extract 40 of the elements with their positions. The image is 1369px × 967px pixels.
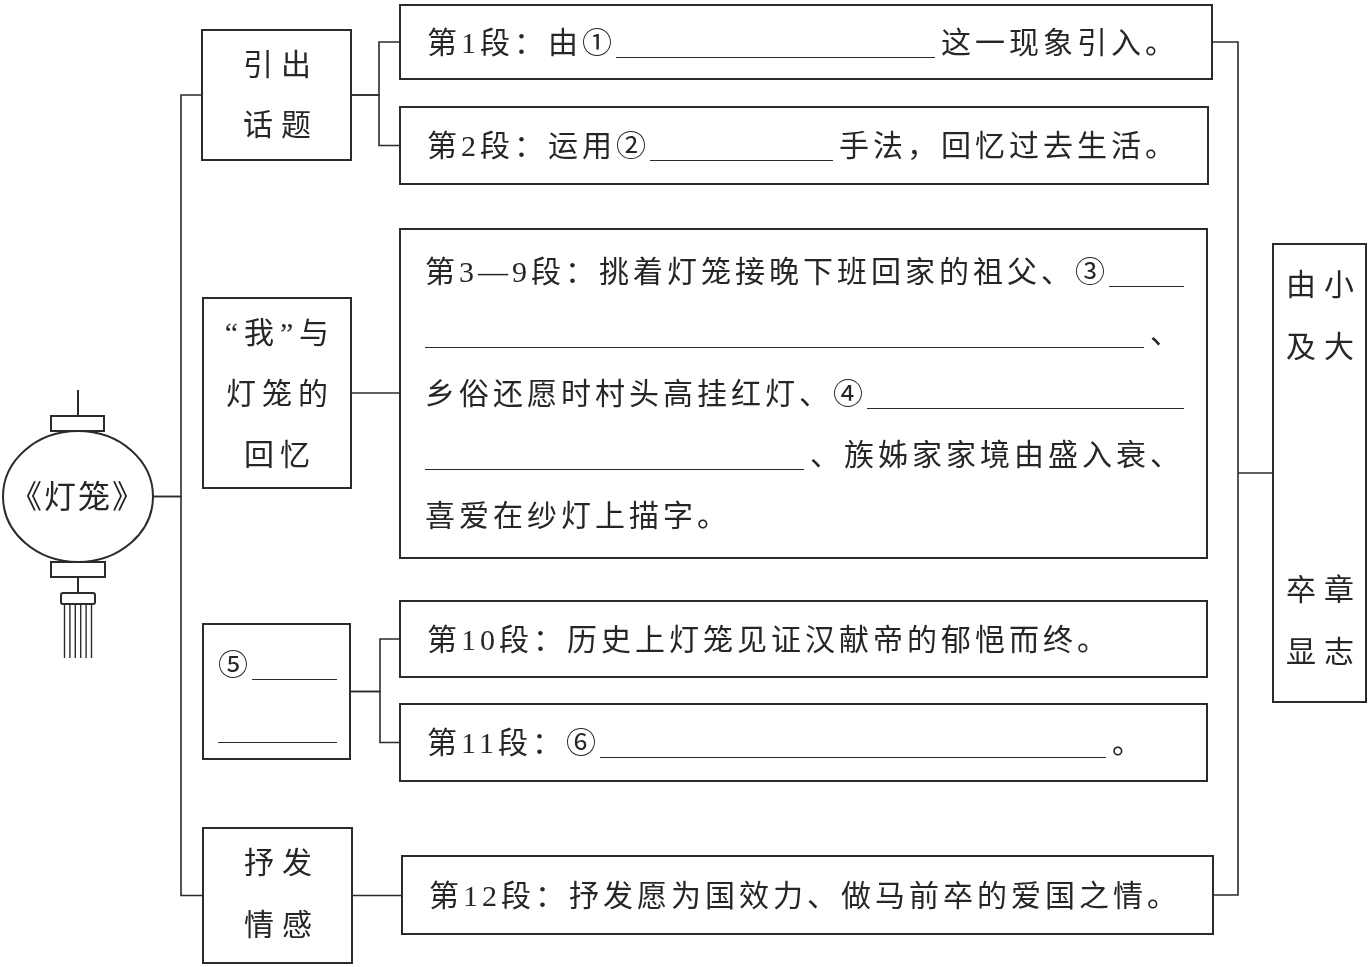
paragraph-text: 第1段：由① bbox=[427, 24, 616, 60]
connector-line bbox=[351, 392, 400, 394]
connector-line bbox=[352, 894, 402, 897]
topic-box bbox=[202, 827, 353, 964]
topic-box bbox=[202, 623, 351, 760]
paragraph-box bbox=[399, 228, 1208, 559]
topic-box bbox=[202, 297, 352, 489]
paragraph-text: 乡俗还愿时村头高挂红灯、④ bbox=[425, 376, 867, 411]
paragraph-box bbox=[399, 703, 1208, 782]
topic-label: 引出话题 bbox=[241, 47, 320, 143]
paragraph-text: 第11段：⑥ bbox=[427, 725, 600, 760]
connector-line bbox=[153, 495, 203, 897]
paragraph-text: 这一现象引入。 bbox=[941, 24, 1179, 60]
topic-box bbox=[201, 29, 352, 161]
connector-line bbox=[1213, 472, 1239, 896]
paragraph-text: 第12段：抒发愿为国效力、做马前卒的爱国之情。 bbox=[429, 877, 1181, 913]
paragraph-text: 第10段：历史上灯笼见证汉献帝的郁悒而终。 bbox=[427, 621, 1111, 657]
paragraph-text: 第2段：运用② bbox=[427, 128, 650, 163]
paragraph-box bbox=[401, 855, 1214, 935]
connector-line bbox=[350, 690, 400, 744]
question-number: ⑤ bbox=[218, 647, 252, 682]
lantern-body bbox=[2, 430, 154, 563]
summary-label: 由小及大 bbox=[1284, 267, 1363, 365]
paragraph-text: 喜爱在纱灯上描字。 bbox=[425, 498, 731, 533]
paragraph-text: 第3—9段：挑着灯笼接晚下班回家的祖父、③ bbox=[425, 254, 1109, 289]
paragraph-box bbox=[399, 600, 1208, 678]
connector-line bbox=[1212, 41, 1239, 474]
topic-label: 抒发情感 bbox=[242, 845, 321, 943]
lantern-title: 《灯笼》 bbox=[10, 477, 146, 516]
paragraph-box bbox=[399, 106, 1209, 185]
paragraph-text: 、 bbox=[1150, 315, 1184, 350]
connector-line bbox=[1237, 472, 1273, 474]
paragraph-text: 。 bbox=[1112, 725, 1146, 760]
summary-label: 卒章显志 bbox=[1284, 572, 1363, 670]
paragraph-box bbox=[399, 4, 1213, 80]
topic-label: “我”与灯笼的回忆 bbox=[223, 315, 337, 473]
paragraph-text: 手法，回忆过去生活。 bbox=[839, 128, 1179, 163]
summary-box bbox=[1272, 243, 1367, 703]
paragraph-text: 、族姊家家境由盛入衰、 bbox=[810, 437, 1184, 472]
connector-line bbox=[351, 94, 400, 147]
